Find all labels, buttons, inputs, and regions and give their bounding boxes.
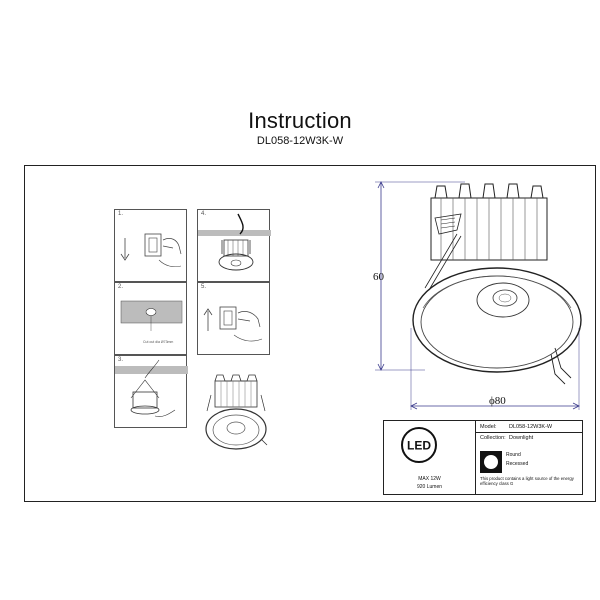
- step-number: 1.: [118, 211, 124, 217]
- round-shape-icon: [480, 451, 502, 473]
- step-number: 3.: [118, 357, 124, 363]
- diameter-dimension-label: ϕ80: [489, 395, 506, 407]
- power-switch-off-icon: [120, 233, 182, 268]
- product-details-panel: Model: DL058-12W3K-W Collection: Downlig…: [476, 421, 582, 494]
- downlight-sketch-small: [205, 374, 268, 450]
- downlight-dimension-drawing: [375, 181, 582, 410]
- collection-value: Downlight: [509, 435, 534, 441]
- shape-text: Round: [506, 452, 521, 458]
- led-logo-text: LED: [407, 439, 431, 453]
- mount-text: Recessed: [506, 461, 529, 467]
- step-number: 5.: [201, 284, 207, 290]
- dimension-labels: 60 ϕ80: [373, 271, 506, 407]
- step-number: 2.: [118, 284, 124, 290]
- product-info-box: LED MAX 12W 920 Lumen Model: DL058-12W3K…: [383, 420, 583, 495]
- divider: [476, 432, 582, 433]
- step-panel-1: 1.: [114, 209, 187, 282]
- model-value: DL058-12W3K-W: [509, 424, 553, 430]
- step-panel-3: 3.: [114, 355, 188, 428]
- led-logo-icon: LED: [401, 427, 437, 463]
- step-panel-4: 4.: [197, 209, 271, 282]
- instruction-frame: 1. 2. Cut out dia Ø73mm 3.: [24, 165, 596, 502]
- height-dimension-label: 60: [373, 271, 385, 283]
- collection-label: Collection:: [480, 435, 506, 441]
- spring-insert-icon: [115, 359, 188, 417]
- step-note: Cut out dia Ø73mm: [143, 340, 174, 344]
- model-label: Model:: [480, 424, 497, 430]
- energy-class-note: This product contains a light source of …: [480, 476, 574, 486]
- ceiling-cutout-icon: [120, 300, 183, 331]
- power-switch-on-icon: [203, 306, 263, 342]
- step-panel-2: 2. Cut out dia Ø73mm: [114, 282, 187, 355]
- step-number: 4.: [201, 211, 207, 217]
- page-title: Instruction: [248, 108, 352, 133]
- model-subtitle: DL058-12W3K-W: [256, 135, 344, 147]
- lumen-text: 920 Lumen: [416, 484, 443, 490]
- led-spec-panel: LED MAX 12W 920 Lumen: [384, 421, 476, 494]
- wire-connection-icon: [198, 213, 271, 271]
- max-power-text: MAX 12W: [418, 476, 441, 482]
- step-panel-5: 5.: [197, 282, 270, 355]
